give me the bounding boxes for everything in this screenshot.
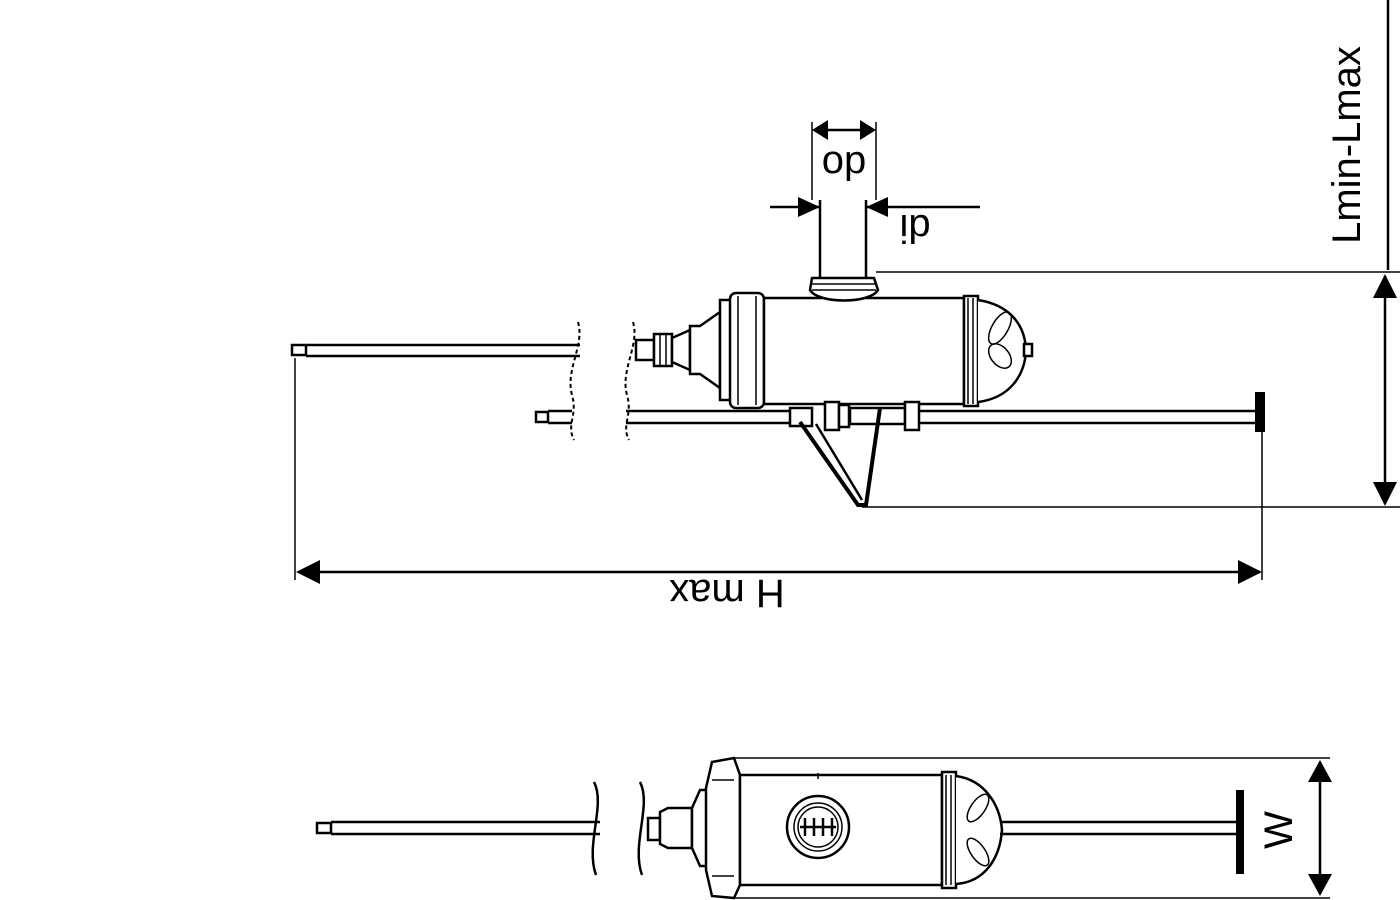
dimension-di xyxy=(770,197,980,217)
label-h-max: H max xyxy=(669,571,785,615)
dimension-h-max xyxy=(294,358,1263,584)
side-view xyxy=(290,200,1265,507)
break-line-left xyxy=(569,321,581,441)
plan-view xyxy=(315,756,1244,900)
break-line-plan-right xyxy=(637,781,646,876)
label-do: do xyxy=(822,143,867,187)
plan-vessel xyxy=(738,770,1004,890)
handle-rod-upper xyxy=(290,343,580,358)
label-w: W xyxy=(1257,811,1301,849)
dimension-w xyxy=(734,757,1332,899)
label-l-range: Lmin-Lmax xyxy=(1325,46,1369,244)
outlet-pipe xyxy=(808,200,880,302)
outlet-port-icon xyxy=(785,794,851,860)
plan-connector xyxy=(646,788,714,868)
plan-rod-right xyxy=(1000,790,1244,874)
plan-flange xyxy=(704,756,742,900)
dimension-l-range xyxy=(862,0,1400,508)
support-rod xyxy=(626,392,1265,507)
label-di: di xyxy=(899,206,930,250)
break-line-right xyxy=(624,321,636,441)
connector-fitting xyxy=(634,309,722,391)
dimension-do xyxy=(811,120,877,200)
handle-rod-lower xyxy=(315,820,600,836)
vessel-body xyxy=(718,291,1034,410)
break-line-plan-left xyxy=(591,781,600,876)
lower-rod-stub xyxy=(534,409,572,425)
